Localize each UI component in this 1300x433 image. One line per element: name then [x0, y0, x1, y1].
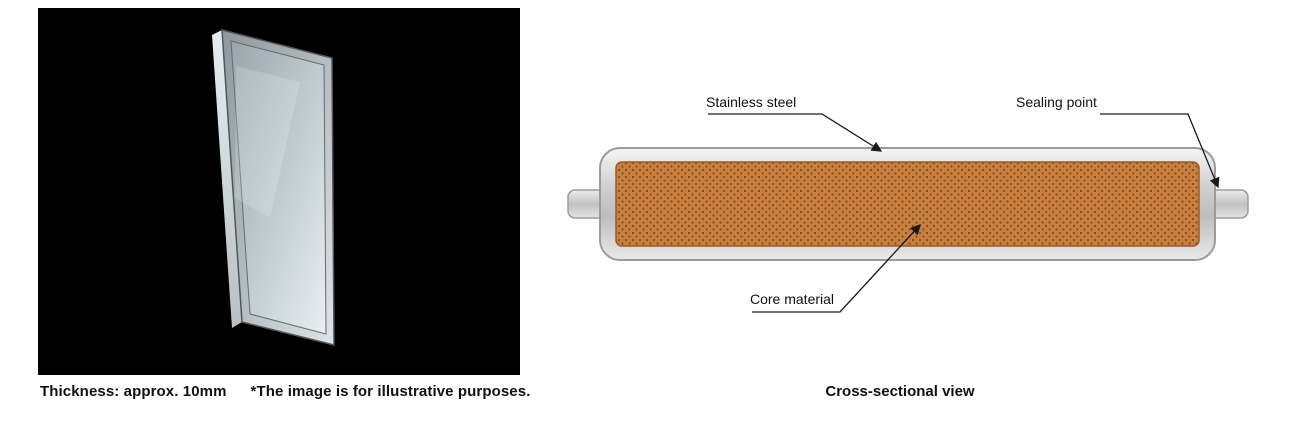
- arrow-sealing-point: [1100, 113, 1220, 189]
- panel-highlight: [235, 66, 300, 218]
- label-core-material: Core material: [750, 291, 834, 307]
- arrow-core-material: [752, 224, 921, 313]
- core-material-area: [615, 161, 1200, 247]
- panel-glass: [230, 40, 327, 335]
- cross-section-diagram: Stainless steel Sealing point Core mater…: [540, 0, 1300, 380]
- illustrative-note: *The image is for illustrative purposes.: [250, 383, 531, 400]
- arrow-stainless-steel: [708, 113, 883, 152]
- photo-caption: Thickness: approx. 10mm *The image is fo…: [40, 383, 530, 400]
- product-photo: [38, 8, 520, 375]
- insulation-panel-illustration: [212, 29, 335, 346]
- thickness-caption: Thickness: approx. 10mm: [40, 383, 227, 400]
- label-stainless-steel: Stainless steel: [706, 94, 796, 110]
- label-sealing-point: Sealing point: [1016, 94, 1097, 110]
- diagram-caption: Cross-sectional view: [825, 383, 975, 400]
- panel-edge: [212, 30, 242, 328]
